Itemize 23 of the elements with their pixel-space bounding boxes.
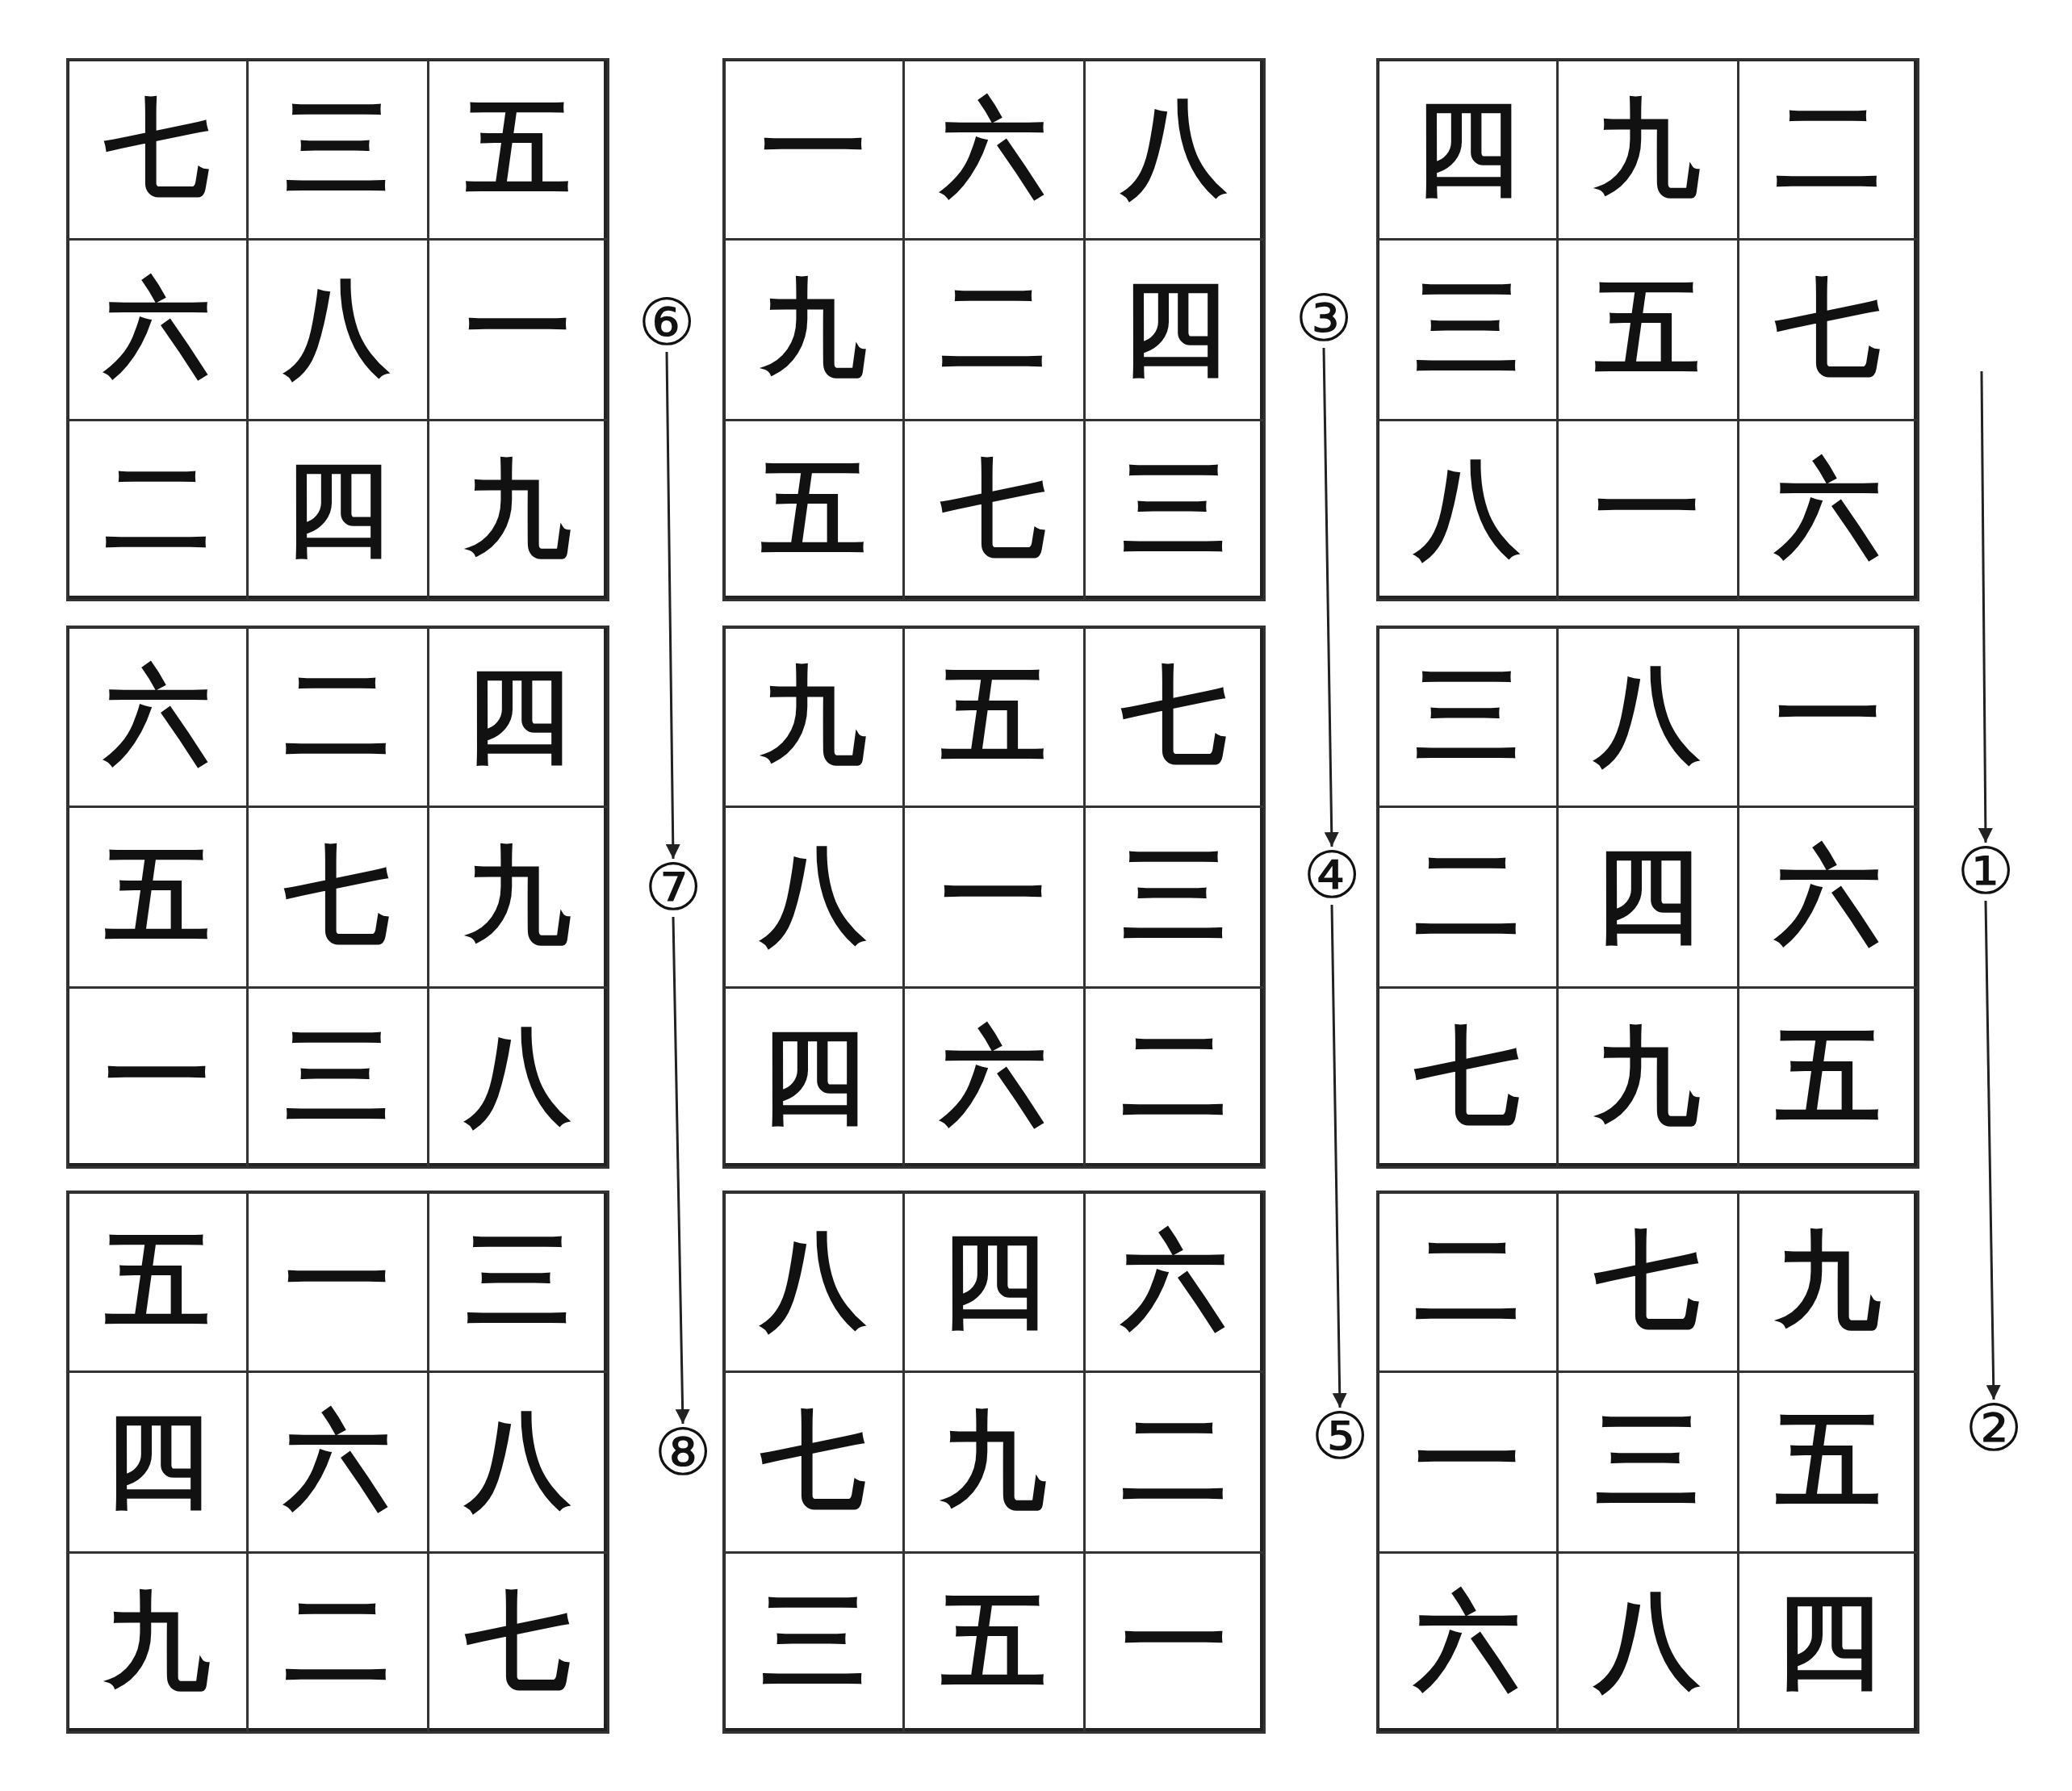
circled-number: ⑤ [1311,1404,1369,1469]
circled-number: ⑧ [654,1421,712,1485]
arrow [1330,904,1347,1408]
circled-number: ⑥ [638,291,696,355]
circled-number: ② [1965,1396,2023,1461]
circled-number: ⑦ [644,856,702,920]
square-grid [722,58,1263,599]
square-grid [1376,1191,1917,1731]
arrow [665,352,680,859]
square-grid [722,626,1263,1166]
square-grid [66,626,607,1166]
square-grid [66,1191,607,1731]
square-grid [722,1191,1263,1731]
arrow [1984,900,2001,1400]
square-grid [1376,58,1917,599]
arrow [672,916,690,1425]
circled-number: ① [1957,839,2015,904]
circled-number: ③ [1295,287,1353,351]
arrow [1978,371,1993,843]
circled-number: ④ [1303,843,1361,908]
square-grid [66,58,607,599]
arrow [1322,347,1339,847]
square-grid [1376,626,1917,1166]
